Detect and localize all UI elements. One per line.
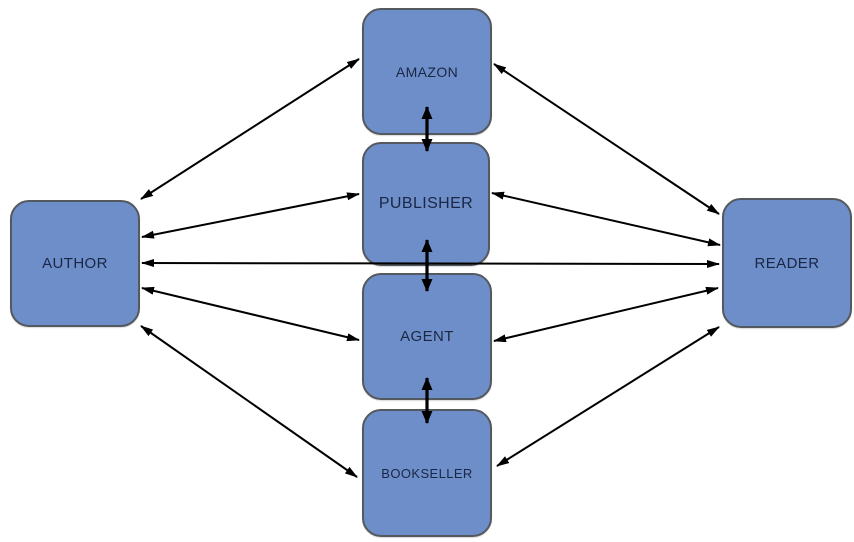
node-label-reader: READER [754,254,820,272]
edge-author-agent [141,286,360,342]
edge-author-publisher [141,192,360,239]
node-label-author: AUTHOR [42,255,108,272]
node-label-publisher: PUBLISHER [378,195,474,212]
edge-bookseller-reader [496,326,720,467]
edge-publisher-reader [491,191,721,247]
node-label-agent: AGENT [400,328,454,345]
node-agent: AGENT [362,273,492,400]
node-label-amazon: AMAZON [395,63,459,80]
node-author: AUTHOR [10,200,140,327]
node-amazon: AMAZON [362,8,492,135]
node-publisher: PUBLISHER [362,142,490,266]
edge-amazon-reader [493,63,720,215]
node-bookseller: BOOKSELLER [362,409,492,537]
edge-author-bookseller [140,325,358,478]
node-reader: READER [722,198,852,328]
edge-author-amazon [140,58,360,200]
node-label-bookseller: BOOKSELLER [381,465,473,481]
edge-agent-reader [493,286,719,343]
